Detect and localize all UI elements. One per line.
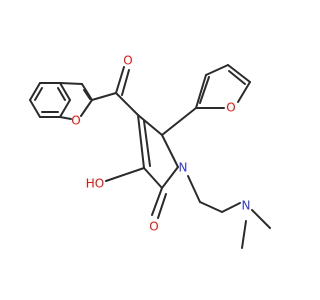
bond xyxy=(228,70,246,85)
bonds xyxy=(29,64,271,249)
atom-labels: O O O HO O N N xyxy=(71,54,250,234)
ring-nitrogen-label: N xyxy=(179,161,188,175)
bond xyxy=(143,167,163,189)
bond xyxy=(151,187,163,216)
molecule-diagram: O O O HO O N N xyxy=(29,54,271,249)
hydroxyl-label: HO xyxy=(86,177,104,191)
bond xyxy=(195,74,207,109)
bond xyxy=(161,134,179,168)
bond xyxy=(251,209,271,229)
bond xyxy=(241,220,247,249)
bond xyxy=(157,193,167,219)
bond xyxy=(59,99,71,118)
bond xyxy=(29,99,41,118)
bond xyxy=(137,114,163,136)
bond xyxy=(57,87,66,101)
bond xyxy=(105,167,145,182)
bond xyxy=(227,64,251,83)
benzofuran-oxygen-label: O xyxy=(71,114,80,128)
bond xyxy=(221,202,241,213)
bond xyxy=(121,69,130,96)
bond xyxy=(91,92,117,101)
bond xyxy=(115,66,125,94)
amine-nitrogen-label: N xyxy=(242,199,251,213)
bond xyxy=(205,64,229,76)
bond xyxy=(199,76,210,104)
bond xyxy=(161,107,197,136)
furan-oxygen-label: O xyxy=(226,101,235,115)
bond xyxy=(115,92,139,116)
ketone-oxygen-label: O xyxy=(123,54,132,68)
bond xyxy=(34,87,43,101)
bond xyxy=(80,99,93,117)
bond xyxy=(143,120,151,167)
lactam-oxygen-label: O xyxy=(149,220,158,234)
bond xyxy=(161,166,179,189)
bond xyxy=(237,81,251,103)
bond xyxy=(59,116,72,120)
bond xyxy=(199,201,223,213)
bond xyxy=(187,175,201,203)
bond xyxy=(59,82,83,85)
bond xyxy=(137,114,145,169)
bond xyxy=(83,89,91,100)
bond xyxy=(29,82,41,101)
bond xyxy=(59,82,71,101)
bond xyxy=(81,83,93,101)
